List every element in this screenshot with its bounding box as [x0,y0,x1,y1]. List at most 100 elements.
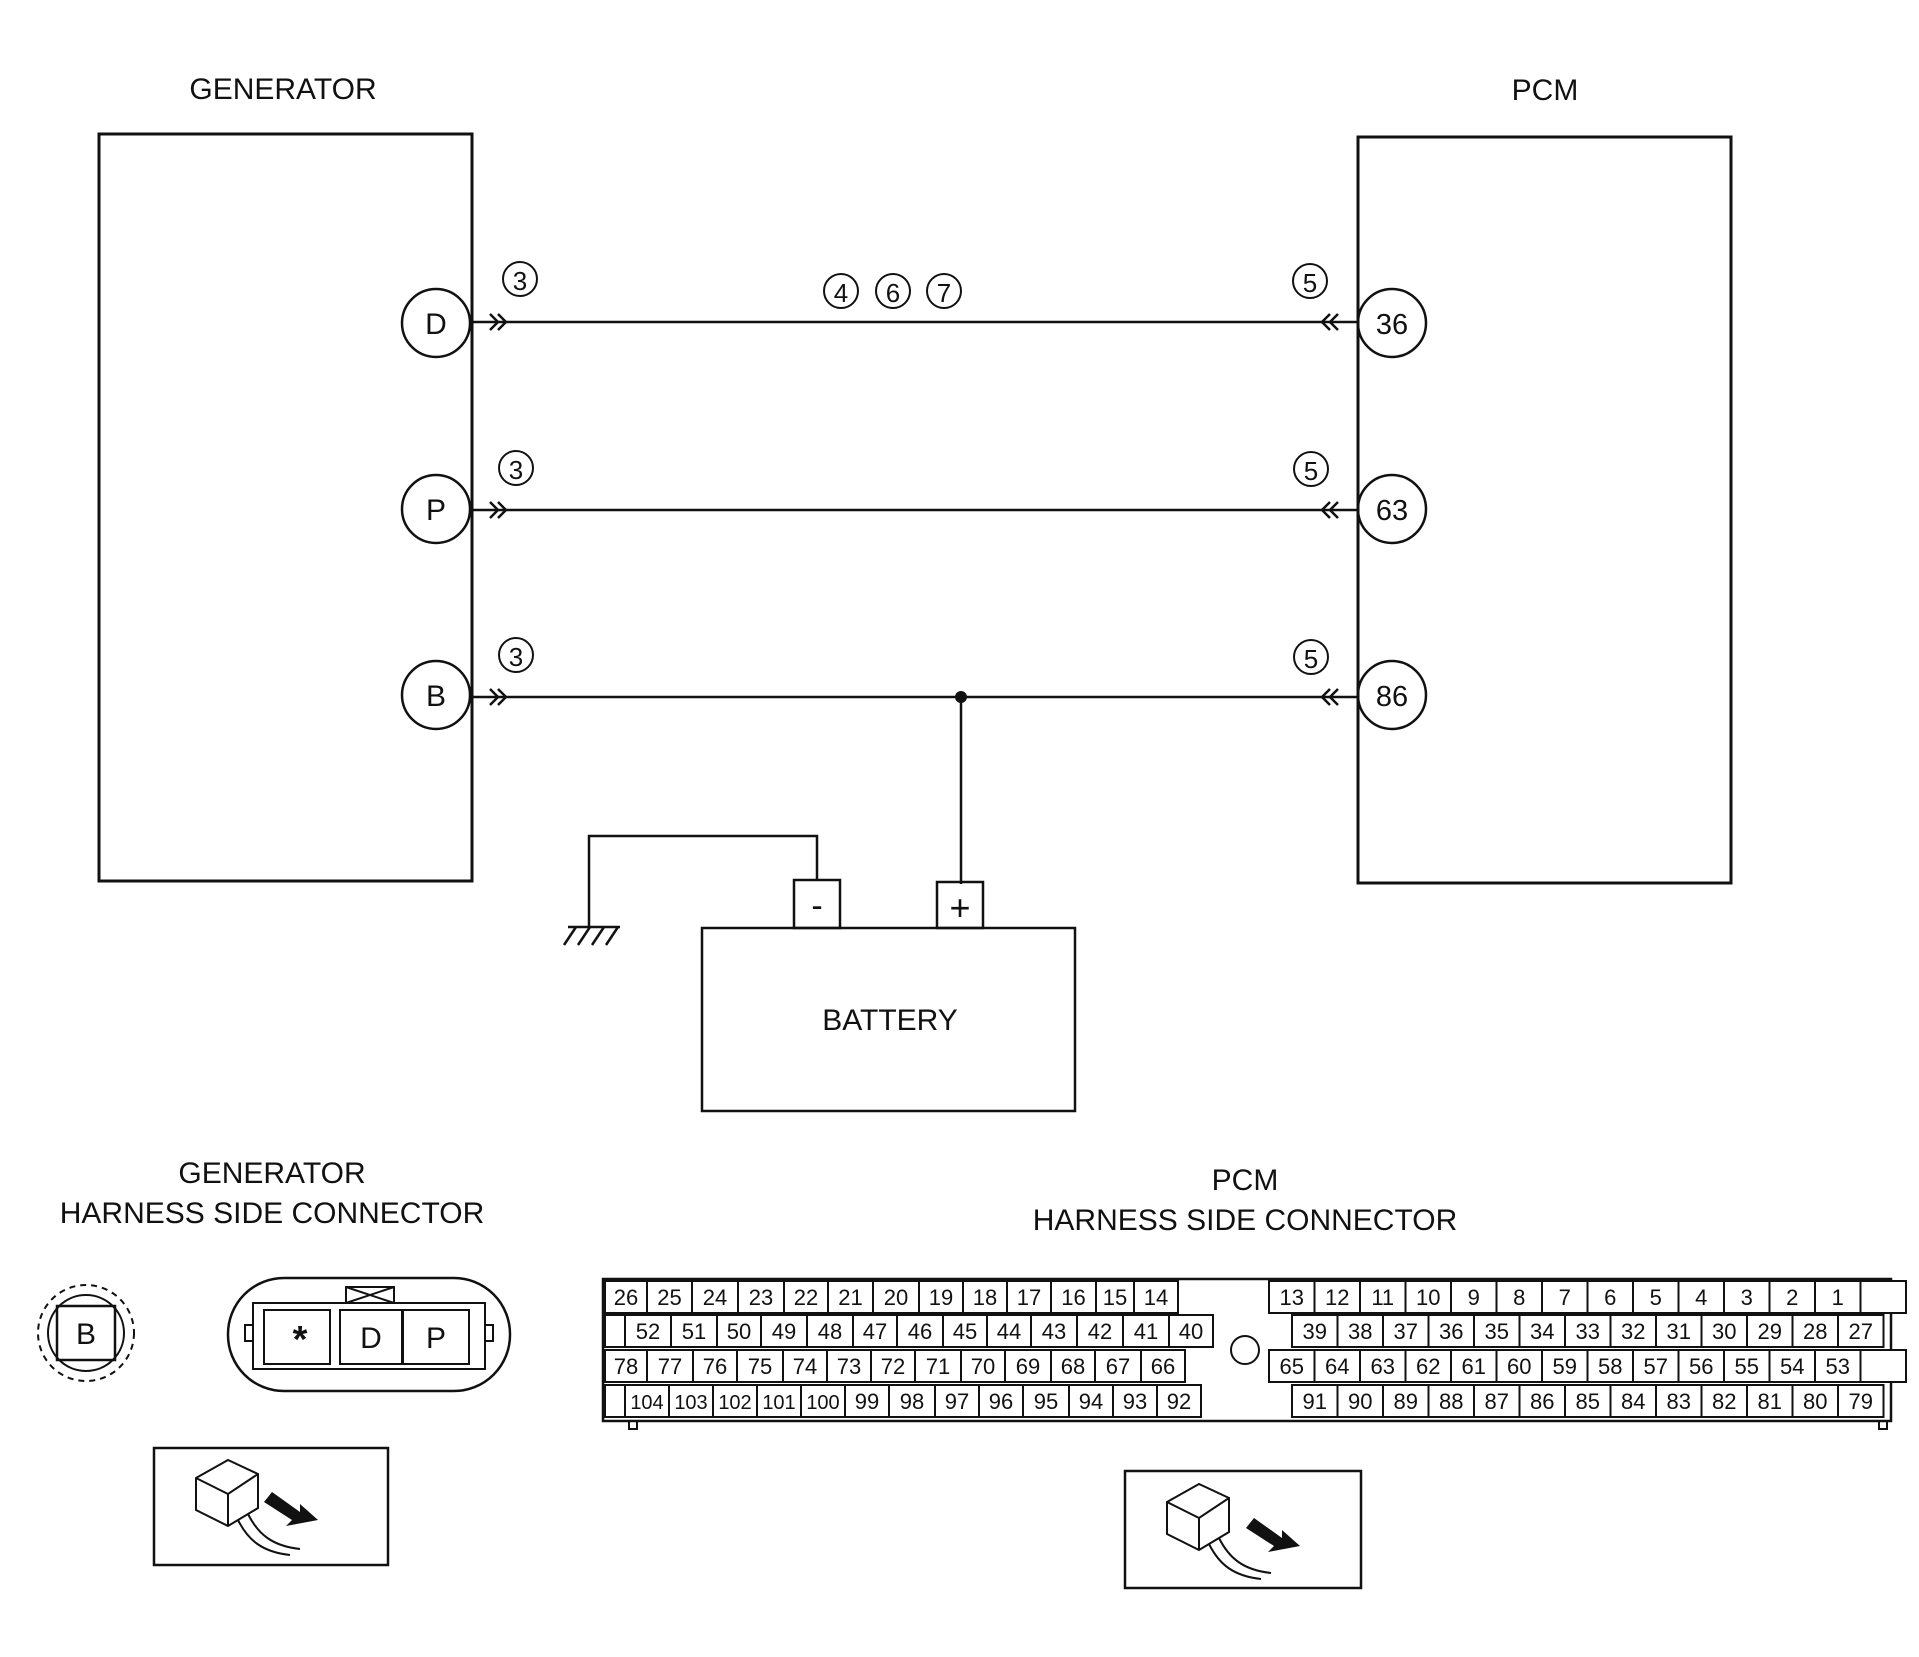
pcm-pin-cell [670,1314,718,1348]
gen-connector-title-2: HARNESS SIDE CONNECTOR [60,1197,485,1230]
battery-pos-label: + [949,887,970,928]
pcm-pin-label: 20 [884,1285,908,1310]
step-mark: 3 [498,637,534,673]
pcm-pin-cell [962,1280,1008,1314]
pcm-pin-cell [1473,1314,1521,1348]
pcm-pin-label: 56 [1689,1354,1713,1379]
wire-d-36: D 36 [400,287,1428,359]
pcm-pin-label: 33 [1576,1319,1600,1344]
pcm-pin-label: 27 [1849,1319,1873,1344]
pcm-pin-label: 42 [1088,1319,1112,1344]
pcm-pin-cell [1677,1280,1725,1314]
pcm-pin-label: 13 [1280,1285,1304,1310]
pcm-pin-label: 99 [855,1389,879,1414]
pcm-pin-cell [1359,1349,1407,1383]
pcm-pin-cell [1268,1280,1316,1314]
pcm-pin-label: 70 [971,1354,995,1379]
step-mark: 3 [502,261,538,297]
pcm-pin-label: 62 [1416,1354,1440,1379]
pcm-pin-label: 26 [614,1285,638,1310]
pcm-pin-cell [1541,1349,1589,1383]
pcm-pin-label: 63 [1371,1354,1395,1379]
connector-arrow-icon [489,688,508,706]
pcm-pin-label: 91 [1303,1389,1327,1414]
pcm-pin-label: 32 [1621,1319,1645,1344]
pcm-pin-cell [1518,1314,1566,1348]
pcm-pin-label: 12 [1325,1285,1349,1310]
pcm-pin-label: 19 [929,1285,953,1310]
svg-text:5: 5 [1304,456,1318,486]
pcm-pin-label: 8 [1513,1285,1525,1310]
harness-side-view-icon [1123,1469,1363,1590]
wire-p-63: P 63 [400,473,1428,545]
pcm-pin-cell [1746,1384,1794,1418]
generator-terminal-p: P [426,494,446,527]
pcm-pin-cell [1609,1384,1657,1418]
wire-b-86: B 86 [400,659,1428,731]
gen-connector-b-pin: B [76,1318,96,1351]
pcm-terminal-36: 36 [1376,309,1408,341]
svg-text:3: 3 [509,455,523,485]
pcm-pin-label: 69 [1016,1354,1040,1379]
pcm-pin-cell [1050,1349,1096,1383]
pcm-pin-label: 15 [1103,1285,1127,1310]
pcm-pin-cell [1586,1349,1634,1383]
pcm-pin-label: 22 [794,1285,818,1310]
svg-text:6: 6 [886,278,900,308]
pcm-pin-cell [1700,1314,1748,1348]
pcm-pin-label: 77 [658,1354,682,1379]
step-mark: 4 [823,273,859,309]
svg-text:4: 4 [834,278,848,308]
pcm-pin-label: 103 [674,1392,707,1414]
pcm-pin-cell [1655,1384,1703,1418]
pcm-pin-label: 38 [1348,1319,1372,1344]
gen-connector-pin: P [426,1322,446,1355]
pcm-pin-cell [1450,1349,1498,1383]
generator-terminal-d: D [425,308,447,341]
pcm-pin-cell [1837,1314,1885,1348]
pcm-pin-label: 35 [1485,1319,1509,1344]
svg-text:5: 5 [1304,644,1318,674]
pcm-pin-label: 18 [973,1285,997,1310]
step-mark: 5 [1293,451,1329,487]
pcm-pin-cell [1068,1384,1114,1418]
pcm-pin-label: 87 [1485,1389,1509,1414]
pcm-pin-label: 79 [1849,1389,1873,1414]
harness-side-view-icon [152,1446,390,1567]
pcm-pin-cell [783,1280,829,1314]
pcm-terminal-86: 86 [1376,681,1408,713]
pcm-pin-label: 92 [1167,1389,1191,1414]
pcm-pin-label: 45 [953,1319,977,1344]
pcm-pin-label: 81 [1758,1389,1782,1414]
pcm-pin-cell [1541,1280,1589,1314]
pcm-pin-cell [1336,1314,1384,1348]
pcm-pin-label: 4 [1695,1285,1707,1310]
pcm-pin-cell [1140,1349,1186,1383]
battery: BATTERY - + [562,697,1077,1113]
pcm-pin-cell [1427,1314,1475,1348]
pcm-pin-label: 52 [636,1319,660,1344]
pcm-pin-label: 60 [1507,1354,1531,1379]
pcm-pin-cell [1122,1314,1170,1348]
pcm-pin-cell [1791,1314,1839,1348]
pcm-pin-cell [1168,1314,1214,1348]
pcm-pin-label: 25 [657,1285,681,1310]
connector-guide-hole [1230,1335,1260,1365]
pcm-pin-label: 86 [1530,1389,1554,1414]
pcm-pin-cell [1004,1349,1052,1383]
latch-icon [345,1286,395,1304]
pcm-pin-cell [914,1349,962,1383]
pcm-pin-label: 11 [1371,1285,1394,1310]
pcm-pin-cell [1814,1280,1862,1314]
pcm-pin-label: 71 [926,1354,950,1379]
pcm-pin-label: 41 [1134,1319,1158,1344]
generator-connector-section: GENERATOR HARNESS SIDE CONNECTOR B * D P [37,1157,512,1567]
pcm-pin-label: 100 [806,1392,839,1414]
connector-arrow-icon [489,313,508,331]
pcm-pin-label: 85 [1576,1389,1600,1414]
pcm-pin-label: 61 [1462,1354,1486,1379]
pcm-pin-label: 75 [748,1354,772,1379]
step-mark: 5 [1293,639,1329,675]
pcm-pin-cell [1291,1384,1339,1418]
